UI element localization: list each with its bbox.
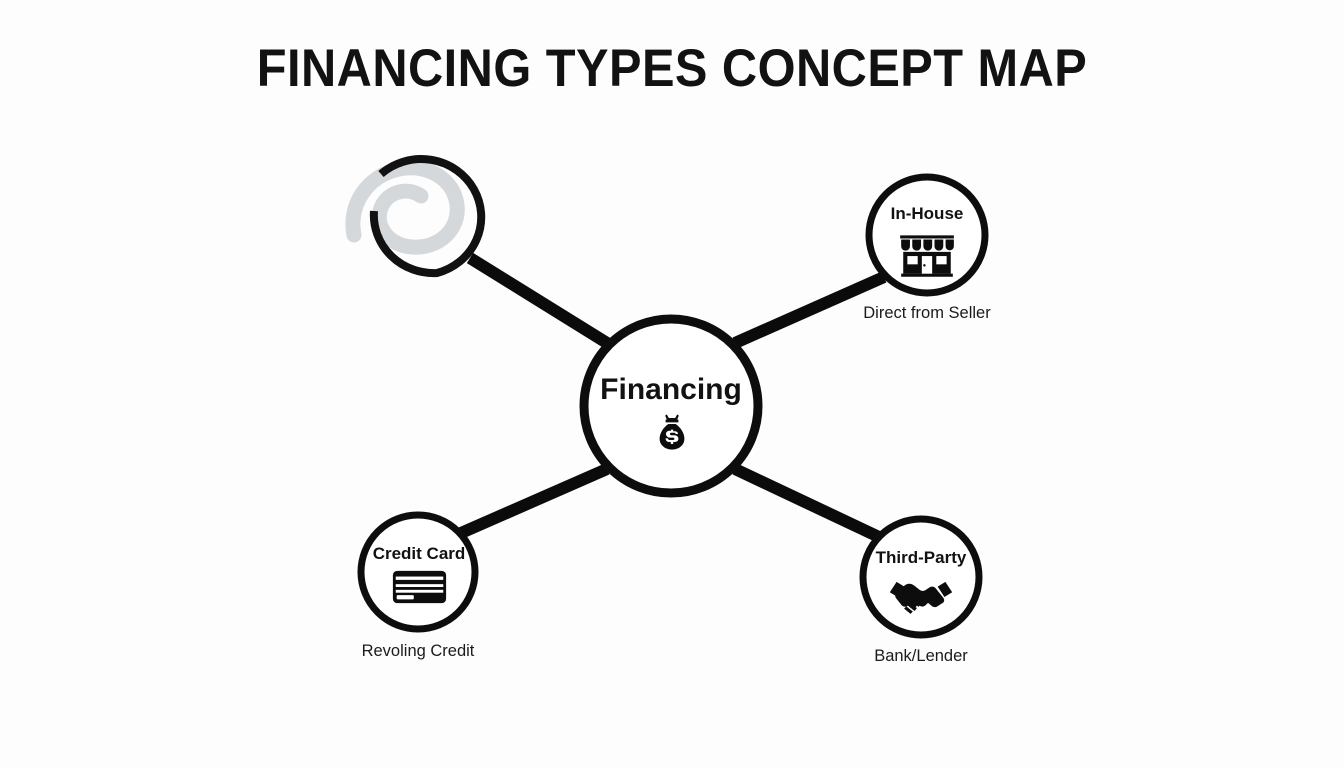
page-title: FINANCING TYPES CONCEPT MAP bbox=[256, 39, 1088, 98]
edge-center-in-house bbox=[732, 271, 887, 349]
node-in-house-label: In-House bbox=[891, 204, 964, 223]
node-broken-artifact[interactable] bbox=[345, 155, 486, 278]
edge-center-broken bbox=[466, 252, 611, 349]
swirl-artifact-icon bbox=[345, 160, 465, 255]
edge-center-credit-card bbox=[458, 463, 610, 539]
edge-center-third-party bbox=[732, 463, 882, 543]
storefront-icon bbox=[900, 235, 954, 277]
node-third-party-ring bbox=[859, 515, 983, 639]
node-third-party-label: Third-Party bbox=[876, 548, 967, 567]
node-in-house-caption: Direct from Seller bbox=[863, 304, 991, 322]
node-in-house[interactable]: In-House Direct from Seller bbox=[863, 173, 991, 322]
node-credit-card-label: Credit Card bbox=[373, 544, 466, 563]
node-financing-ring bbox=[579, 314, 763, 498]
broken-circle-outline bbox=[369, 155, 486, 278]
node-credit-card[interactable]: Credit Card Revoling Credit bbox=[357, 511, 479, 660]
node-in-house-ring bbox=[865, 173, 989, 297]
node-financing-label: Financing bbox=[600, 373, 742, 406]
credit-card-icon bbox=[392, 570, 447, 604]
edge-group bbox=[458, 252, 887, 543]
node-financing-center[interactable]: Financing bbox=[579, 314, 763, 498]
node-credit-card-caption: Revoling Credit bbox=[362, 642, 475, 660]
node-third-party-caption: Bank/Lender bbox=[874, 647, 968, 665]
node-third-party[interactable]: Third-Party Bank/Lender bbox=[859, 515, 983, 665]
